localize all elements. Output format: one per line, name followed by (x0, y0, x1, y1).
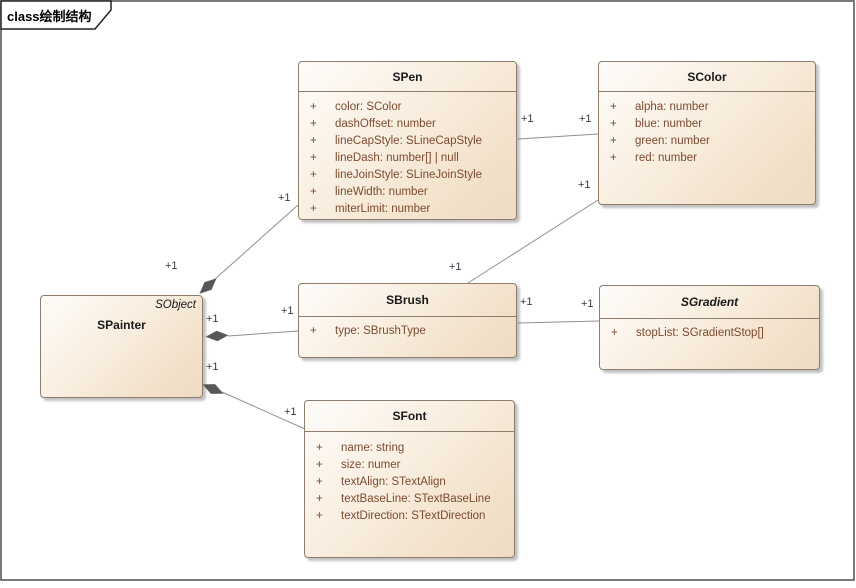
attribute-text: lineJoinStyle: SLineJoinStyle (335, 169, 483, 181)
class-title: SPainter (97, 318, 146, 332)
visibility: + (610, 135, 617, 147)
attribute-text: color: SColor (335, 101, 402, 113)
attribute-text: lineCapStyle: SLineCapStyle (335, 135, 483, 147)
attribute-row: + size: numer (305, 457, 514, 474)
attribute-row: + red: number (599, 150, 815, 167)
visibility: + (610, 118, 617, 130)
composition-diamond-spen (199, 278, 217, 294)
attribute-row: + lineDash: number[] | null (299, 150, 516, 167)
visibility: + (310, 169, 317, 181)
visibility: + (316, 493, 323, 505)
attribute-row: + textDirection: STextDirection (305, 508, 514, 525)
multiplicity-label: +1 (449, 261, 462, 273)
attribute-row: + lineJoinStyle: SLineJoinStyle (299, 167, 516, 184)
attribute-text: blue: number (635, 118, 703, 130)
class-sfont[interactable]: SFont + name: string + size: numer + textAl… (304, 400, 515, 558)
attribute-row: + textBaseLine: STextBaseLine (305, 491, 514, 508)
attribute-text: dashOffset: number (335, 118, 436, 130)
composition-diamond-sbrush (205, 330, 229, 342)
attribute-row: + textAlign: STextAlign (305, 474, 514, 491)
stereotype-label: SObject (155, 299, 196, 311)
multiplicity-label: +1 (581, 298, 594, 310)
attribute-row: + green: number (599, 133, 815, 150)
multiplicity-label: +1 (206, 313, 219, 325)
attribute-row: + type: SBrushType (299, 323, 516, 340)
multiplicity-label: +1 (521, 113, 534, 125)
attribute-text: alpha: number (635, 101, 709, 113)
visibility: + (310, 101, 317, 113)
attribute-text: textDirection: STextDirection (341, 510, 486, 522)
visibility: + (610, 101, 617, 113)
edge-spainter-sbrush (227, 330, 299, 337)
attribute-row: + lineCapStyle: SLineCapStyle (299, 133, 516, 150)
attribute-text: name: string (341, 442, 405, 454)
multiplicity-label: +1 (281, 305, 294, 317)
class-title: SBrush (299, 284, 516, 317)
class-title: SPen (299, 62, 516, 92)
attribute-row: + stopList: SGradientStop[] (600, 325, 819, 342)
visibility: + (310, 152, 317, 164)
multiplicity-label: +1 (165, 260, 178, 272)
attribute-text: textAlign: STextAlign (341, 476, 446, 488)
attribute-row: + miterLimit: number (299, 201, 516, 218)
attribute-text: miterLimit: number (335, 203, 431, 215)
visibility: + (610, 152, 617, 164)
attribute-row: + color: SColor (299, 99, 516, 116)
visibility: + (316, 476, 323, 488)
attribute-row: + dashOffset: number (299, 116, 516, 133)
class-scolor[interactable]: SColor + alpha: number + blue: number + gre… (598, 61, 816, 205)
visibility: + (310, 203, 317, 215)
attribute-text: lineDash: number[] | null (335, 152, 459, 164)
composition-diamond-sfont (202, 384, 224, 394)
attribute-text: size: numer (341, 459, 401, 471)
attribute-row: + alpha: number (599, 99, 815, 116)
attribute-row: + lineWidth: number (299, 184, 516, 201)
attribute-text: stopList: SGradientStop[] (636, 327, 764, 339)
visibility: + (310, 135, 317, 147)
visibility: + (611, 327, 618, 339)
multiplicity-label: +1 (284, 406, 297, 418)
multiplicity-label: +1 (278, 192, 291, 204)
multiplicity-label: +1 (520, 296, 533, 308)
multiplicity-label: +1 (206, 361, 219, 373)
class-title: SColor (599, 62, 815, 92)
frame-tab-label: class绘制结构 (7, 9, 92, 24)
attribute-text: lineWidth: number (335, 186, 428, 198)
attribute-text: textBaseLine: STextBaseLine (341, 493, 491, 505)
visibility: + (310, 118, 317, 130)
attribute-text: red: number (635, 152, 698, 164)
visibility: + (310, 186, 317, 198)
visibility: + (310, 325, 317, 337)
edge-spainter-spen (213, 204, 299, 281)
visibility: + (316, 510, 323, 522)
attribute-text: type: SBrushType (335, 325, 426, 337)
multiplicity-label: +1 (579, 113, 592, 125)
multiplicity-label: +1 (578, 179, 591, 191)
class-sbrush[interactable]: SBrush + type: SBrushType (298, 283, 517, 358)
attribute-row: + name: string (305, 440, 514, 457)
edge-sbrush-sgradient (517, 320, 600, 324)
class-title: SGradient (600, 286, 819, 319)
edge-spen-scolor (517, 133, 599, 140)
attribute-text: green: number (635, 135, 710, 147)
attribute-row: + blue: number (599, 116, 815, 133)
visibility: + (316, 442, 323, 454)
class-sgradient[interactable]: SGradient + stopList: SGradientStop[] (599, 285, 820, 370)
class-spainter[interactable]: SObject SPainter (40, 295, 203, 398)
class-spen[interactable]: SPen +color: SColor +dashOffset: number … (298, 61, 517, 220)
visibility: + (316, 459, 323, 471)
class-title: SFont (305, 401, 514, 432)
